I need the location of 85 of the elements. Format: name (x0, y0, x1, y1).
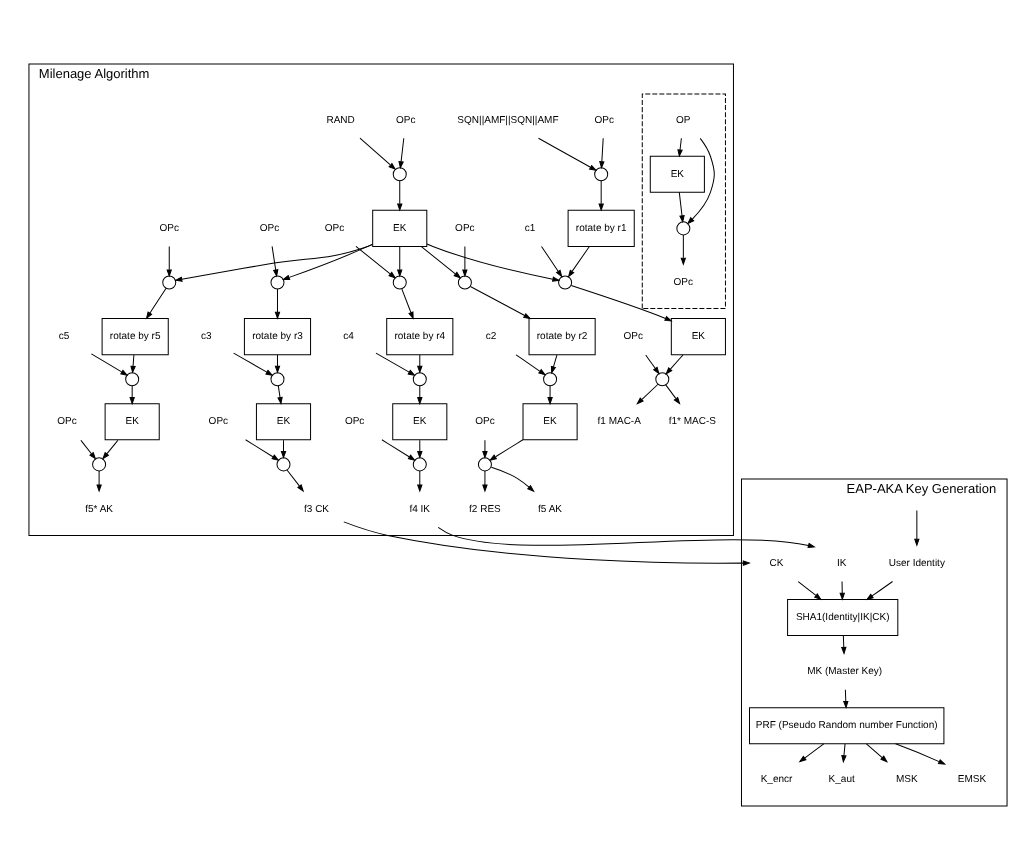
arrow (417, 469, 423, 491)
arrow (489, 438, 524, 460)
node-circle (457, 274, 472, 289)
node-circle (477, 456, 492, 471)
arrow (398, 136, 405, 168)
arrow (462, 244, 468, 276)
node-circle (270, 371, 285, 386)
arrow (426, 242, 560, 281)
arrow (665, 383, 681, 404)
arrow (401, 287, 414, 318)
arrow (420, 244, 461, 278)
arrow (130, 353, 136, 372)
arrow (381, 438, 416, 460)
arrow (282, 242, 374, 279)
arrow (417, 438, 423, 457)
arrow (843, 688, 849, 707)
arrow (598, 179, 604, 210)
arrow (687, 136, 715, 223)
arrow (515, 353, 546, 375)
node-circle (392, 274, 407, 289)
arrow (636, 382, 659, 404)
arrow (417, 353, 423, 372)
node-circle (594, 166, 609, 181)
arrow (397, 179, 403, 210)
arrow (129, 384, 135, 404)
arrow (841, 742, 847, 762)
arrow (96, 469, 102, 491)
node-circle (412, 456, 427, 471)
arrow (680, 233, 686, 264)
arrow (437, 525, 815, 548)
arrow (914, 509, 920, 545)
arrow (417, 384, 423, 404)
arrow (550, 353, 558, 373)
arrow (866, 580, 894, 599)
arrow (286, 468, 304, 491)
arrow (102, 438, 119, 459)
arrow (797, 580, 822, 599)
arrow (175, 243, 373, 281)
node-circle (162, 274, 177, 289)
arrow (547, 384, 553, 404)
arrow (645, 353, 660, 373)
node-circle (276, 456, 291, 471)
arrow (599, 136, 605, 168)
arrow (538, 136, 597, 170)
arrow (166, 244, 172, 276)
arrow (541, 244, 563, 276)
arrow (568, 244, 590, 276)
node-circle (412, 371, 427, 386)
arrow (799, 742, 825, 762)
arrow (397, 244, 403, 276)
arrow (469, 284, 531, 318)
node-circle (655, 371, 670, 386)
arrow (274, 287, 281, 318)
arrow (482, 469, 488, 491)
arrow (355, 244, 396, 278)
node-circle (92, 456, 107, 471)
arrow (233, 351, 273, 375)
arrow (839, 580, 845, 599)
arrow (490, 465, 535, 491)
arrow (677, 136, 683, 156)
arrow (274, 353, 281, 372)
arrow (482, 438, 488, 457)
arrow (277, 384, 283, 404)
node-circle (558, 274, 573, 289)
node-circle (270, 274, 285, 289)
node-circle (543, 371, 558, 386)
arrow (359, 136, 396, 169)
node-circle (676, 220, 691, 235)
arrow (375, 351, 415, 375)
cluster (641, 92, 726, 309)
arrow (146, 286, 167, 318)
arrow (271, 244, 279, 276)
arrow (90, 352, 128, 375)
arrow (343, 520, 750, 565)
arrow (245, 438, 279, 460)
arrow (678, 190, 685, 222)
arrow (570, 283, 672, 321)
arrow (80, 438, 96, 459)
arrow (865, 742, 888, 762)
arrow (280, 438, 287, 457)
node-circle (392, 166, 407, 181)
node-circle (125, 371, 140, 386)
arrow (841, 634, 847, 653)
arrow (665, 353, 684, 374)
arrow (895, 742, 946, 764)
